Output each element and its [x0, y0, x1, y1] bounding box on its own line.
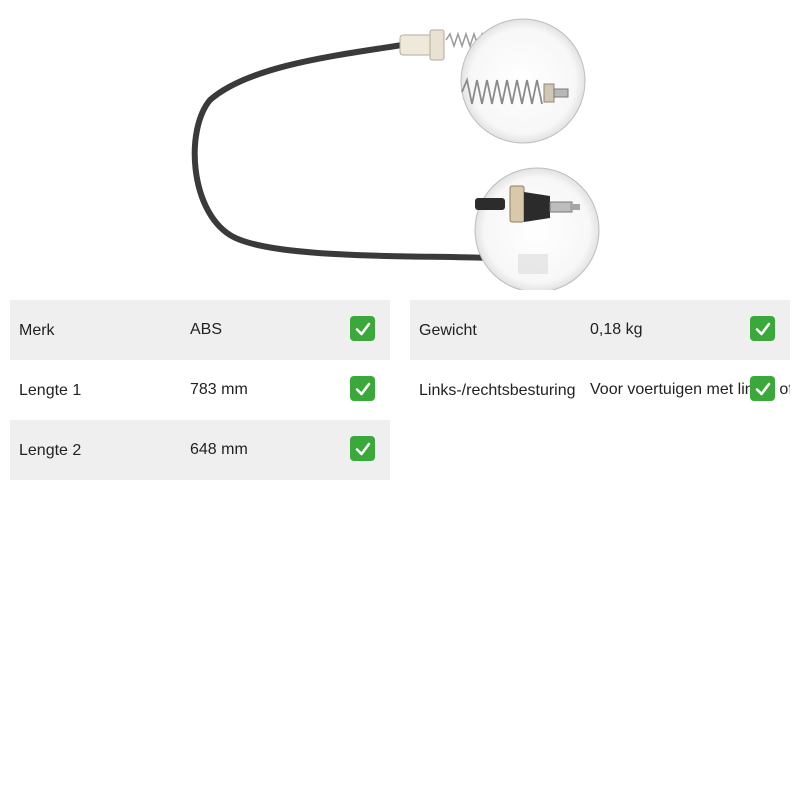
spec-value: Voor voertuigen met links- of rechtsbest…: [590, 381, 790, 398]
clutch-cable-photo: [191, 18, 600, 293]
spec-label: Lengte 2: [19, 442, 82, 459]
spec-label: Merk: [19, 322, 55, 339]
spec-value: 0,18 kg: [590, 321, 643, 338]
spec-label: Links-/rechtsbesturing: [419, 382, 576, 399]
check-icon: [350, 376, 375, 401]
spec-value: 648 mm: [190, 441, 248, 458]
spec-value: ABS: [190, 321, 223, 338]
product-image: [190, 10, 610, 293]
spec-row-lengte-2: Lengte 2 648 mm: [10, 420, 390, 480]
spec-row-gewicht: Gewicht 0,18 kg: [410, 300, 790, 360]
check-icon: [750, 376, 775, 401]
spec-row-lengte-1: Lengte 1 783 mm: [10, 360, 390, 420]
spec-value: 783 mm: [190, 381, 248, 398]
spec-label: Lengte 1: [19, 382, 82, 399]
spec-row-besturing: Links-/rechtsbesturing Voor voertuigen m…: [410, 360, 790, 420]
spec-label: Gewicht: [419, 322, 477, 339]
spec-row-merk: Merk ABS: [10, 300, 390, 360]
check-icon: [350, 436, 375, 461]
spec-table-left: Merk ABS Lengte 1 783 mm Lengte 2 648 mm: [10, 300, 390, 480]
check-icon: [750, 316, 775, 341]
spec-table-right: Gewicht 0,18 kg Links-/rechtsbesturing V…: [410, 300, 790, 420]
check-icon: [350, 316, 375, 341]
